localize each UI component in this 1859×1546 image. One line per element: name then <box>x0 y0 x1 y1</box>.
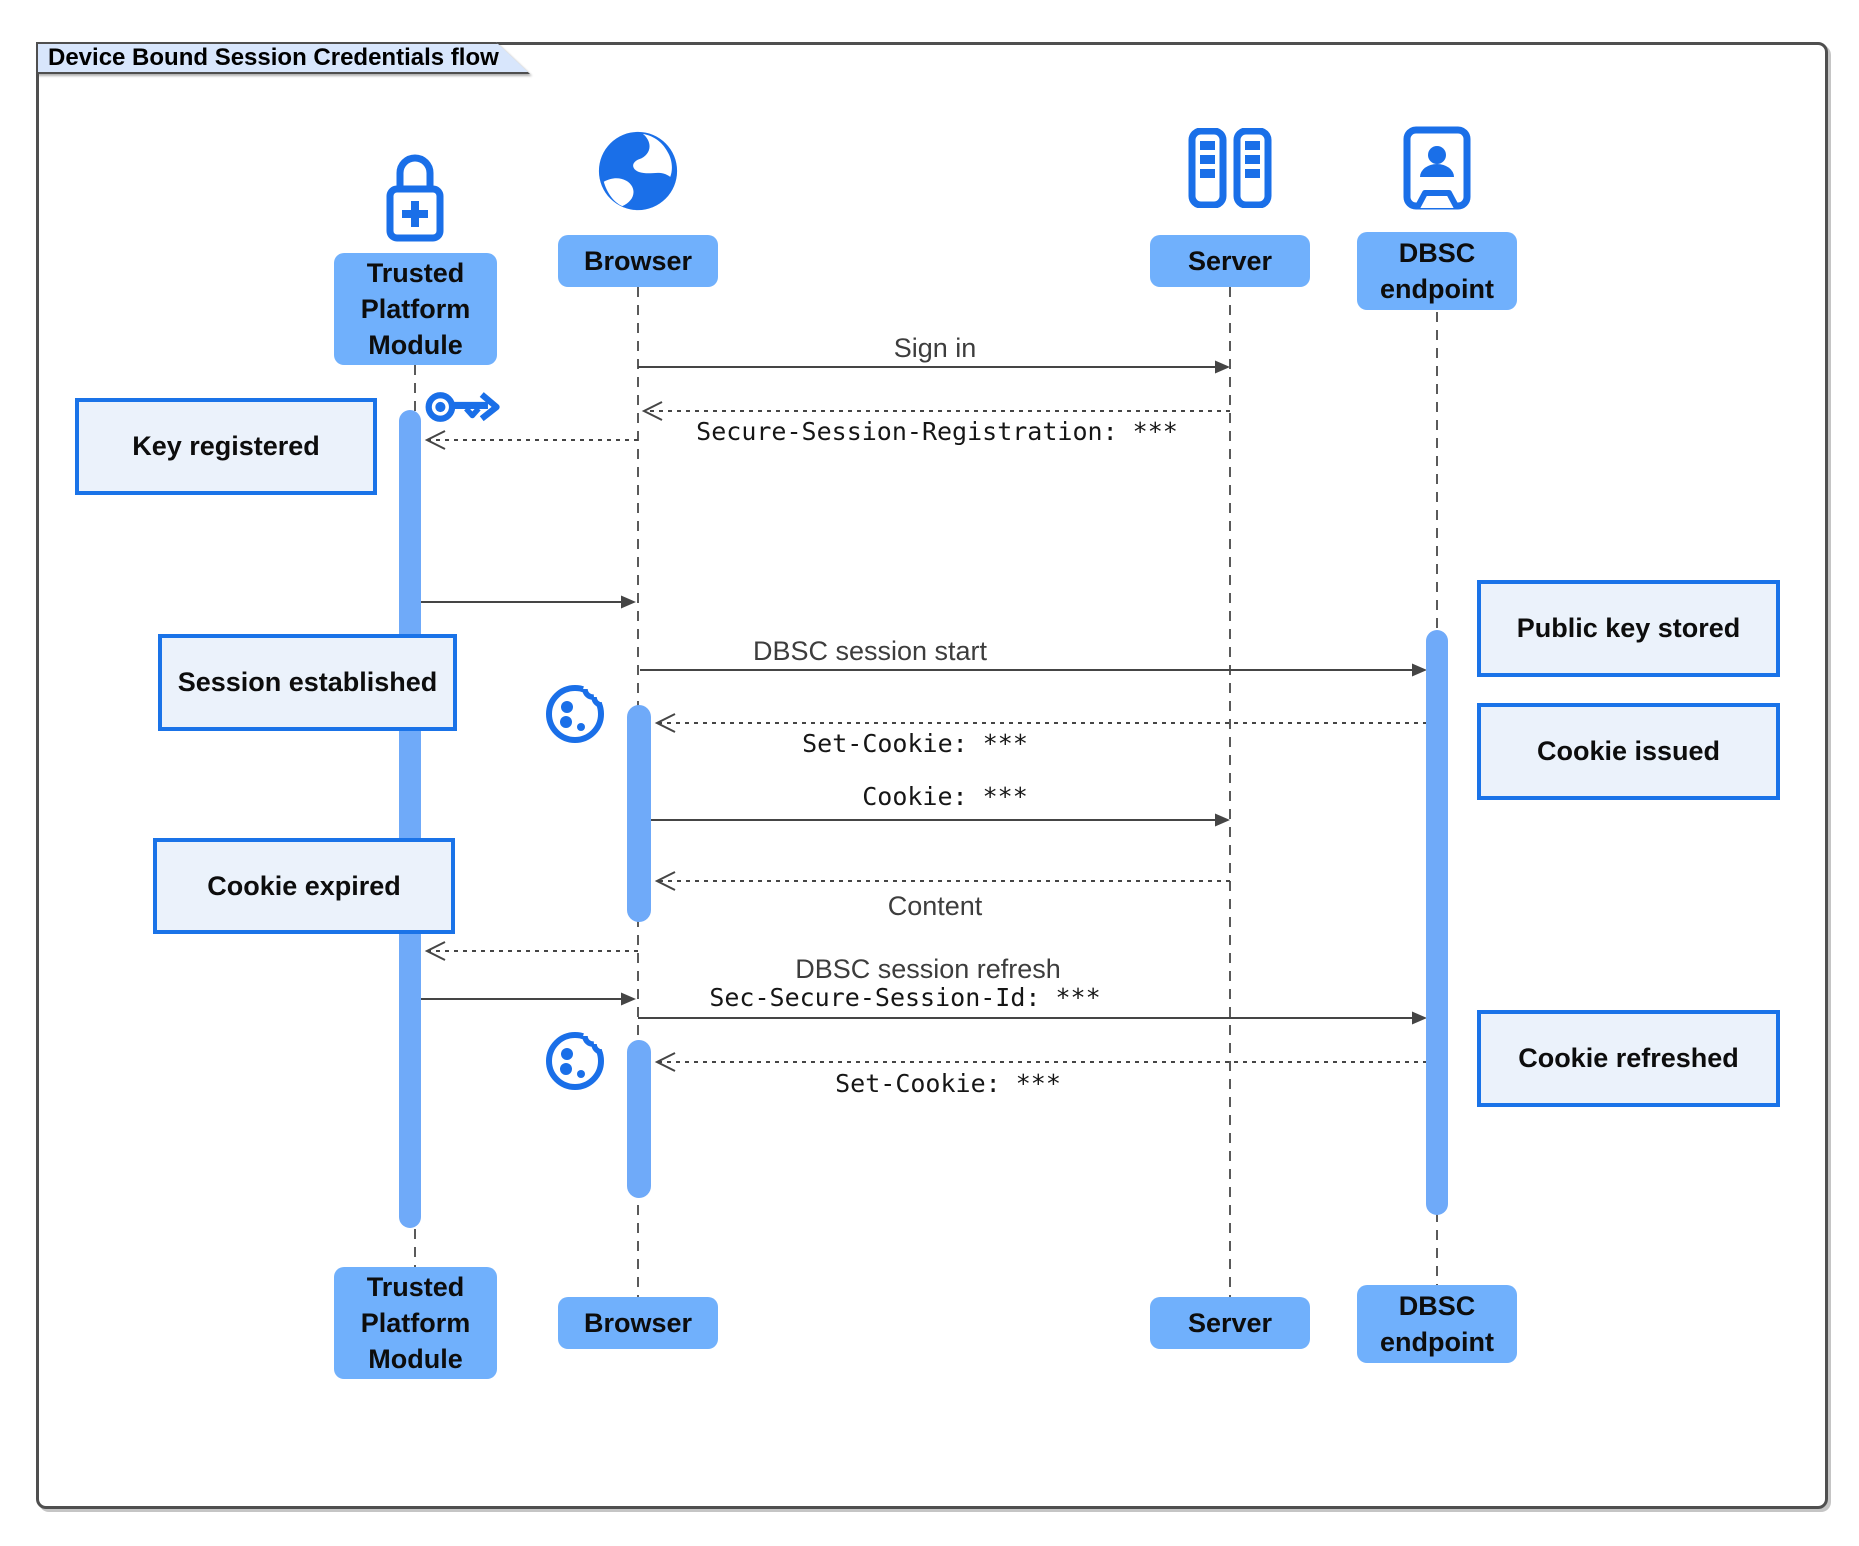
activation-bar-browser-1 <box>627 705 651 922</box>
cookie-icon <box>545 677 609 745</box>
person-door-icon <box>1403 126 1471 210</box>
arrowhead-refresh-key-response <box>621 992 636 1006</box>
note-session-established: Session established <box>158 634 457 731</box>
key-icon <box>424 376 502 438</box>
cookie-icon <box>545 1024 609 1092</box>
message-label-session-registration: Secure-Session-Registration: *** <box>696 417 1178 446</box>
participant-label-tpm-bottom: Trusted Platform Module <box>334 1267 497 1379</box>
message-label-content: Content <box>887 891 983 921</box>
title-tab-shape <box>36 42 530 74</box>
activation-bar-tpm <box>399 410 421 1228</box>
message-label-dbsc-session-refresh: DBSC session refresh <box>795 954 1061 984</box>
arrowhead-key-register-request <box>424 430 446 450</box>
message-label-set-cookie-refresh: Set-Cookie: *** <box>835 1069 1061 1098</box>
lock-plus-icon <box>383 147 447 245</box>
participant-label-server-bottom: Server <box>1150 1297 1310 1349</box>
arrowhead-set-cookie-refresh <box>654 1052 676 1072</box>
arrowhead-key-register-response <box>621 595 636 609</box>
arrowhead-dbsc-session-refresh <box>1412 1011 1427 1025</box>
activation-bar-dbsc <box>1426 630 1448 1215</box>
note-public-key-stored: Public key stored <box>1477 580 1780 677</box>
note-key-registered: Key registered <box>75 398 377 495</box>
message-label-cookie: Cookie: *** <box>862 782 1028 811</box>
arrowhead-cookie <box>1215 813 1230 827</box>
note-cookie-expired: Cookie expired <box>153 838 455 934</box>
participant-label-dbsc-top: DBSC endpoint <box>1357 232 1517 310</box>
participant-label-dbsc-bottom: DBSC endpoint <box>1357 1285 1517 1363</box>
message-label-dbsc-session-start: DBSC session start <box>752 636 988 666</box>
diagram-title: Device Bound Session Credentials flow <box>48 44 499 71</box>
arrowhead-dbsc-session-start <box>1412 663 1427 677</box>
server-racks-icon <box>1188 128 1272 208</box>
note-cookie-issued: Cookie issued <box>1477 703 1780 800</box>
globe-icon <box>595 128 681 214</box>
participant-label-server-top: Server <box>1150 235 1310 287</box>
arrowhead-set-cookie-issue <box>654 713 676 733</box>
message-label-set-cookie-issue: Set-Cookie: *** <box>802 729 1028 758</box>
activation-bar-browser-2 <box>627 1040 651 1198</box>
message-label-sign-in: Sign in <box>893 333 977 363</box>
participant-label-browser-bottom: Browser <box>558 1297 718 1349</box>
arrowhead-content <box>654 871 676 891</box>
title-tab: Device Bound Session Credentials flow <box>36 42 530 74</box>
arrowhead-sign-in <box>1215 360 1230 374</box>
message-label-sec-secure-session-id: Sec-Secure-Session-Id: *** <box>709 983 1101 1012</box>
diagram-frame <box>36 42 1828 1509</box>
participant-label-tpm-top: Trusted Platform Module <box>334 253 497 365</box>
arrowhead-session-registration <box>641 401 663 421</box>
note-cookie-refreshed: Cookie refreshed <box>1477 1010 1780 1107</box>
participant-label-browser-top: Browser <box>558 235 718 287</box>
arrowhead-refresh-key-request <box>424 941 446 961</box>
